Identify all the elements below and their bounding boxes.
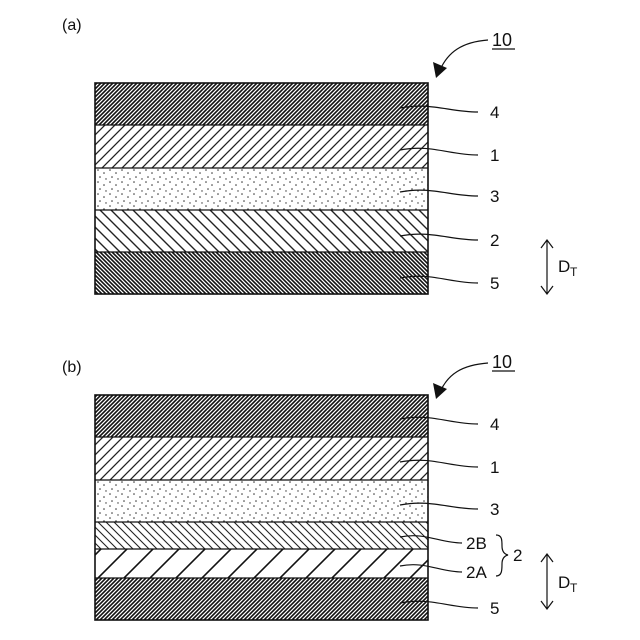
- panel-a-ref: 10: [433, 30, 515, 78]
- layer-a-3: [95, 168, 428, 210]
- layer-a-1: [95, 125, 428, 168]
- panel-b-dim-main: D: [558, 573, 570, 592]
- layer-b-2B: [95, 522, 428, 549]
- panel-a-ref-number: 10: [492, 30, 512, 50]
- panel-a-ref-arrowhead: [433, 62, 447, 78]
- panel-b-thickness-arrow: D T: [541, 554, 578, 609]
- panel-b-ref-arrowhead: [433, 383, 447, 399]
- layer-b-5: [95, 578, 428, 620]
- panel-b-dim-sub: T: [570, 581, 578, 595]
- label-a-2: 2: [490, 231, 499, 250]
- panel-a: (a) 10 4 1 3 2 5: [62, 17, 578, 294]
- panel-a-label: (a): [62, 17, 82, 34]
- panel-a-dim-sub: T: [570, 265, 578, 279]
- label-b-4: 4: [490, 415, 499, 434]
- panel-a-dim-main: D: [558, 257, 570, 276]
- panel-b-ref-number: 10: [492, 352, 512, 372]
- layer-a-4: [95, 83, 428, 125]
- panel-b-group-brace: 2: [496, 535, 522, 576]
- label-a-5: 5: [490, 274, 499, 293]
- label-a-3: 3: [490, 187, 499, 206]
- layer-a-5: [95, 252, 428, 294]
- label-b-2A: 2A: [466, 563, 487, 582]
- label-b-1: 1: [490, 458, 499, 477]
- layer-b-3: [95, 480, 428, 522]
- panel-b: (b) 10 4 1 3 2B 2A 5: [62, 352, 578, 620]
- panel-a-ref-arrow: [440, 40, 488, 70]
- layer-b-2A: [95, 549, 428, 578]
- label-a-1: 1: [490, 146, 499, 165]
- layer-b-4: [95, 395, 428, 437]
- label-b-3: 3: [490, 500, 499, 519]
- layer-a-2: [95, 210, 428, 252]
- panel-b-ref-arrow: [440, 363, 488, 392]
- panel-b-label: (b): [62, 359, 82, 376]
- label-b-5: 5: [490, 599, 499, 618]
- layer-b-1: [95, 437, 428, 480]
- label-b-2B: 2B: [466, 534, 487, 553]
- label-b-group-2: 2: [513, 546, 522, 565]
- label-a-4: 4: [490, 103, 499, 122]
- panel-a-thickness-arrow: D T: [541, 240, 578, 294]
- panel-b-ref: 10: [433, 352, 515, 399]
